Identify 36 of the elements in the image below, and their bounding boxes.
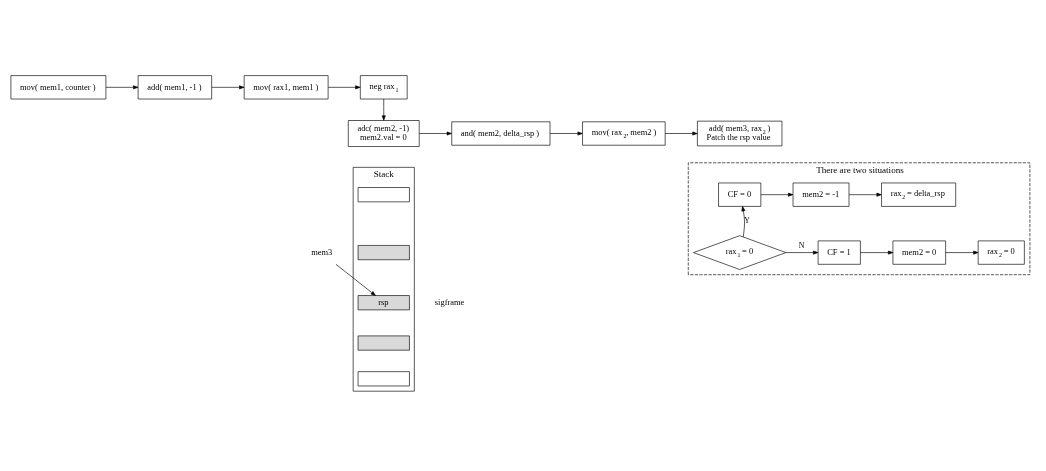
arrow — [760, 192, 794, 197]
arrow — [211, 84, 245, 89]
arrow — [741, 205, 746, 237]
arrow — [381, 98, 386, 121]
arrow — [327, 84, 361, 89]
node-box: add( mem1, -1 ) — [137, 74, 212, 99]
node-box: mem2 = 0 — [892, 240, 946, 265]
node-box: mov( rax$_{2}$, mem2 ) — [582, 120, 666, 146]
arrow — [664, 131, 698, 135]
arrow — [945, 250, 979, 254]
node-box — [357, 244, 410, 260]
node-box — [357, 370, 410, 386]
arrow — [785, 250, 819, 254]
node-box: CF = 1 — [817, 240, 861, 265]
node-box: mov( mem1, counter ) — [10, 74, 107, 99]
node-box: rax$_{2}$ = delta_rsp — [881, 182, 957, 207]
node-box: rsp — [357, 294, 410, 310]
node-box: add( mem3, rax$_{2}$ ) Patch the rsp value — [697, 120, 783, 146]
node-box: neg rax$_{1}$ — [360, 74, 408, 99]
label: sigframe — [434, 296, 465, 307]
node-text: mem3 — [311, 246, 333, 257]
node-box — [357, 335, 410, 351]
node-box: mem2 = -1 — [792, 182, 850, 207]
arrow — [860, 250, 894, 254]
node-box: CF = 0 — [718, 182, 762, 207]
node-box: adc( mem2, -1) mem2.val = 0 — [347, 119, 420, 147]
arrow — [105, 84, 139, 89]
node-box: rax$_{2}$ = 0 — [977, 240, 1025, 265]
arrow — [335, 263, 376, 296]
arrow — [419, 131, 452, 135]
node-box: and( mem2, delta_rsp ) — [451, 120, 551, 146]
arrow — [549, 131, 583, 135]
node-box — [357, 186, 410, 202]
node-diamond: rax$_{1}$ = 0 — [693, 234, 787, 270]
arrow — [848, 192, 882, 197]
node-box: mov( rax1, mem1 ) — [243, 74, 329, 99]
